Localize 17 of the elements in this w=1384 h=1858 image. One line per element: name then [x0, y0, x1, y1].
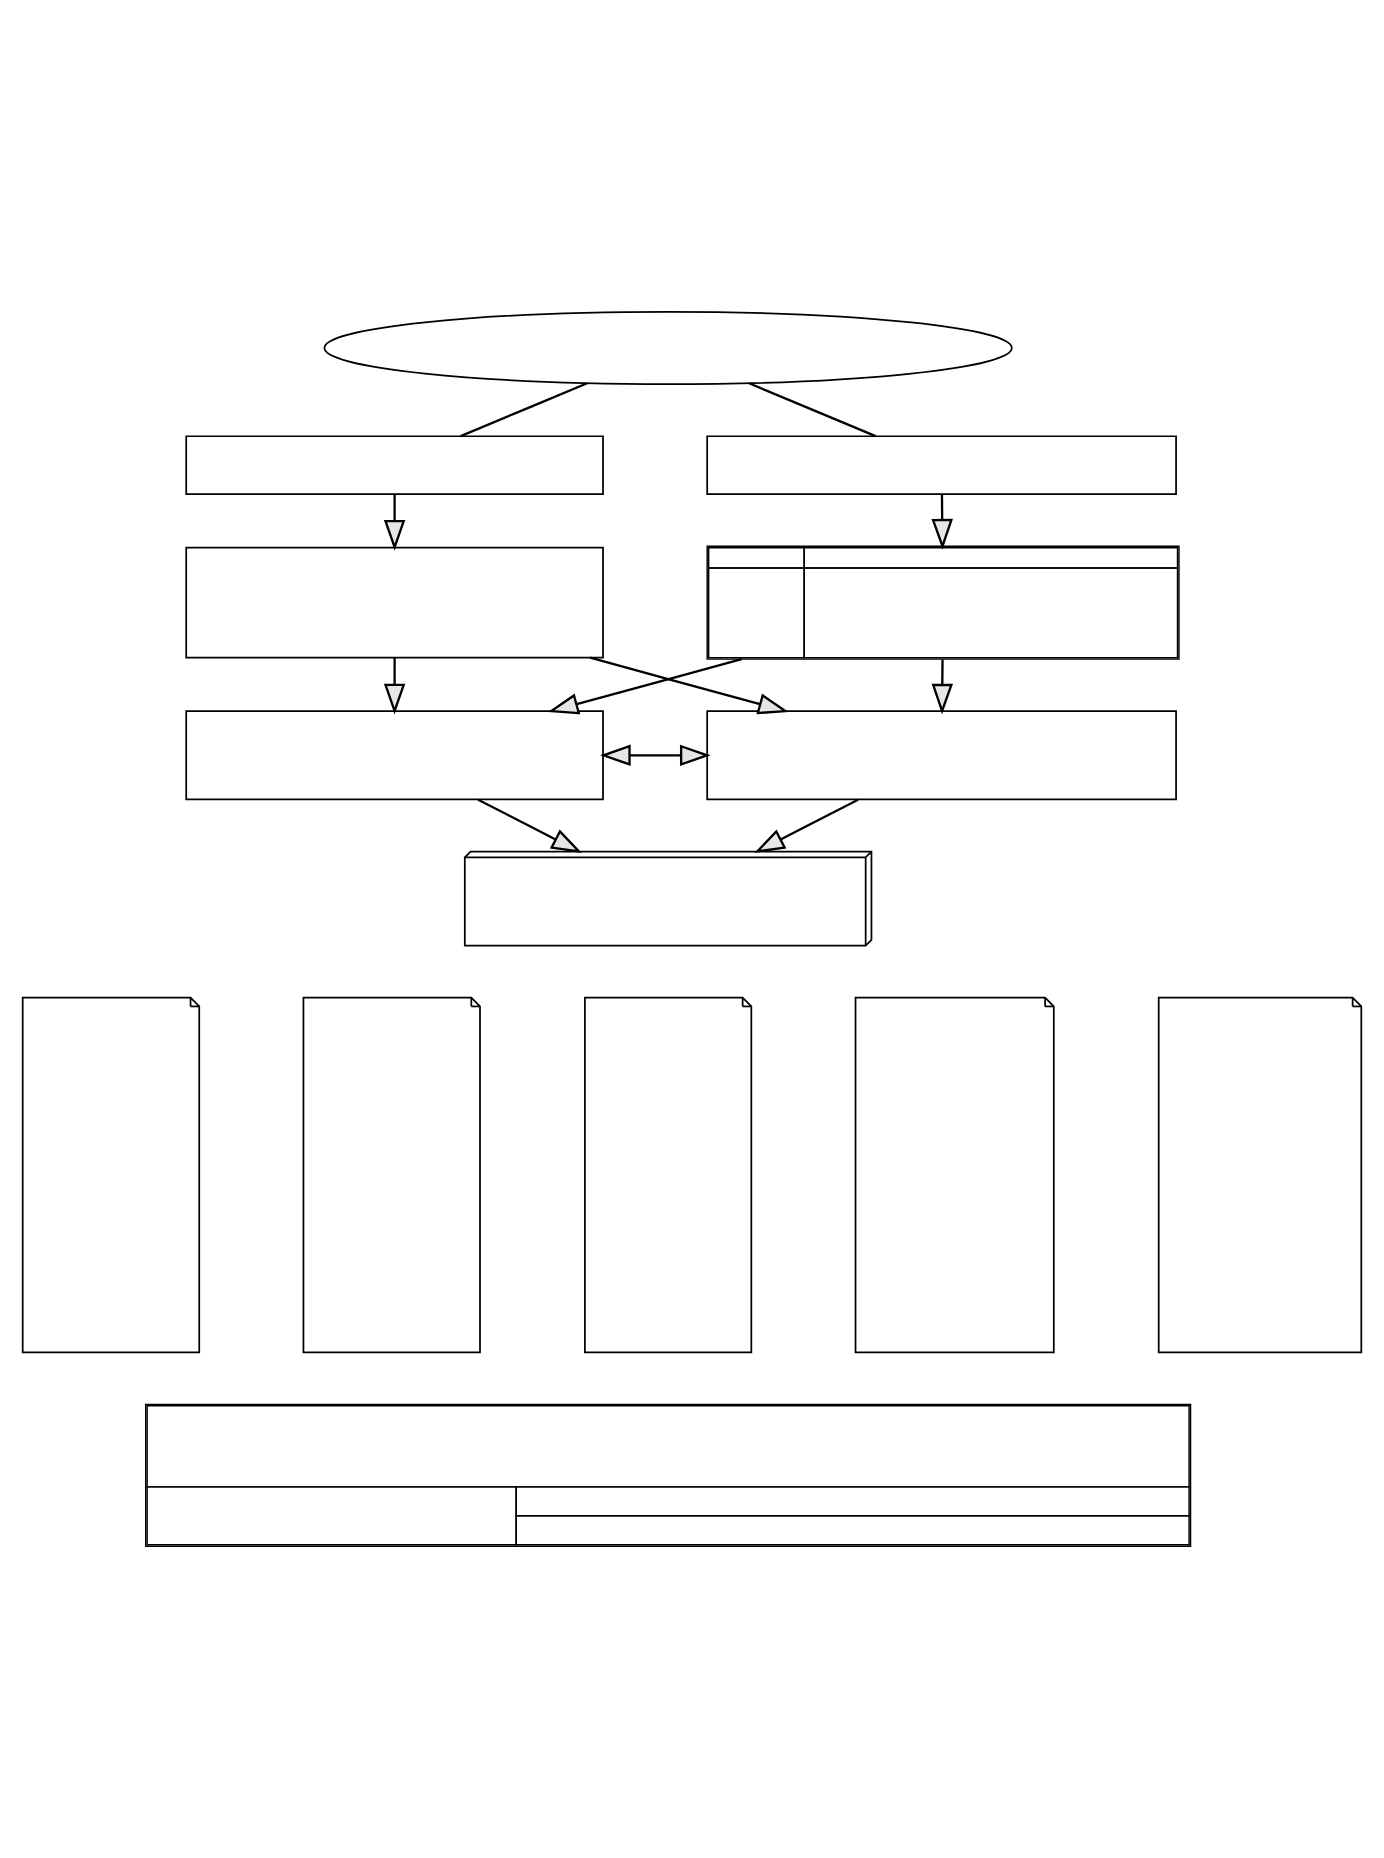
connector	[460, 382, 588, 438]
node-box	[706, 435, 1177, 495]
node-ellipse	[323, 310, 1013, 385]
arrow	[589, 656, 789, 715]
arrow	[383, 657, 406, 715]
connector	[748, 382, 877, 438]
arrow	[931, 494, 953, 550]
node-box	[185, 546, 604, 659]
arrow	[547, 658, 742, 715]
arrow	[599, 744, 711, 767]
arrow	[383, 494, 406, 551]
arrow	[931, 659, 954, 715]
node-box	[185, 435, 604, 495]
node-box	[706, 710, 1177, 801]
node-box	[185, 710, 604, 801]
arrow	[754, 798, 859, 853]
arrow	[477, 798, 583, 853]
